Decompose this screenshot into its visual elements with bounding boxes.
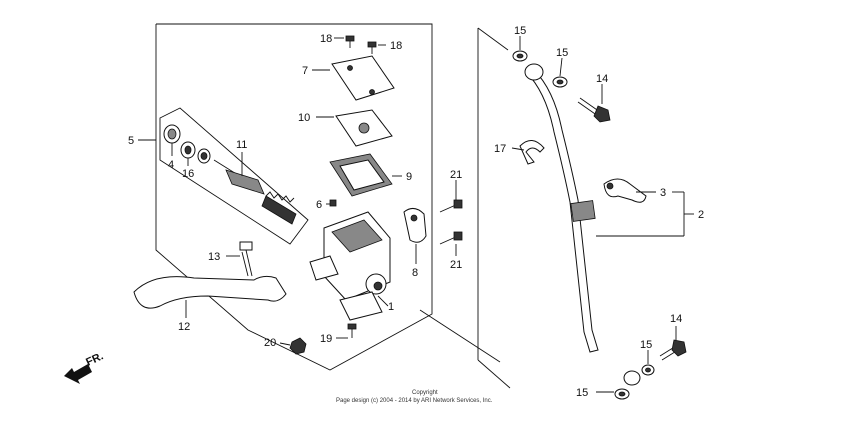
callout-11: 11 [236,139,247,151]
callout-9: 9 [406,171,412,183]
leader-lines [138,36,694,393]
copyright-line-2: Page design (c) 2004 - 2014 by ARI Netwo… [336,398,493,404]
switch-19 [339,291,383,338]
banjo-bolt-14-lower [659,339,687,361]
assembly-join-line [419,309,501,363]
callout-21-lower: 21 [450,259,462,271]
boot-4 [163,124,181,144]
master-cylinder-body-1 [309,211,391,301]
front-direction-arrow-icon: FR. [64,350,105,384]
piston-kit-frame [159,107,309,245]
callout-4: 4 [168,159,174,171]
ring-16 [180,141,196,159]
callout-20: 20 [264,337,276,349]
callout-3: 3 [660,187,666,199]
brake-hose-2 [525,69,599,353]
callout-2: 2 [698,209,704,221]
pivot-bolt-13 [239,241,253,277]
hose-frame-line [477,27,509,51]
screw-6 [329,199,337,207]
bolt-21-upper [439,199,463,213]
callout-8: 8 [412,267,418,279]
callout-14-upper: 14 [596,73,608,85]
assembly-frame [155,23,433,371]
holder-8 [403,208,427,243]
callout-13: 13 [208,251,220,263]
callout-18-left: 18 [320,33,332,45]
front-direction-label: FR. [84,350,105,368]
callout-15-bottom-left: 15 [576,387,588,399]
callout-5: 5 [128,135,134,147]
piston-11 [213,159,297,225]
brake-lever-12 [133,275,287,309]
callout-6: 6 [316,199,322,211]
nut-20 [289,337,307,355]
hose-clamp-3 [603,178,647,203]
callout-16: 16 [182,168,194,180]
callout-18-right: 18 [390,40,402,52]
copyright-line-1: Copyright [412,390,438,396]
hose-clip-17 [519,140,545,165]
callout-19: 19 [320,333,332,345]
screw-18-right [367,41,377,54]
banjo-bolt-14-upper [577,97,611,123]
callout-10: 10 [298,112,310,124]
callout-14-lower: 14 [670,313,682,325]
callout-15-top-left: 15 [514,25,526,37]
callout-1: 1 [388,301,394,313]
screw-18-left [345,35,355,48]
ring-16b [197,148,211,164]
callout-15-bottom-right: 15 [640,339,652,351]
callout-7: 7 [302,65,308,77]
bolt-21-lower [439,231,463,245]
callout-12: 12 [178,321,190,333]
hose-frame-bottom [477,359,511,389]
callout-21-upper: 21 [450,169,462,181]
callout-15-top-right: 15 [556,47,568,59]
reservoir-cap-7 [331,55,395,101]
callout-17: 17 [494,143,506,155]
